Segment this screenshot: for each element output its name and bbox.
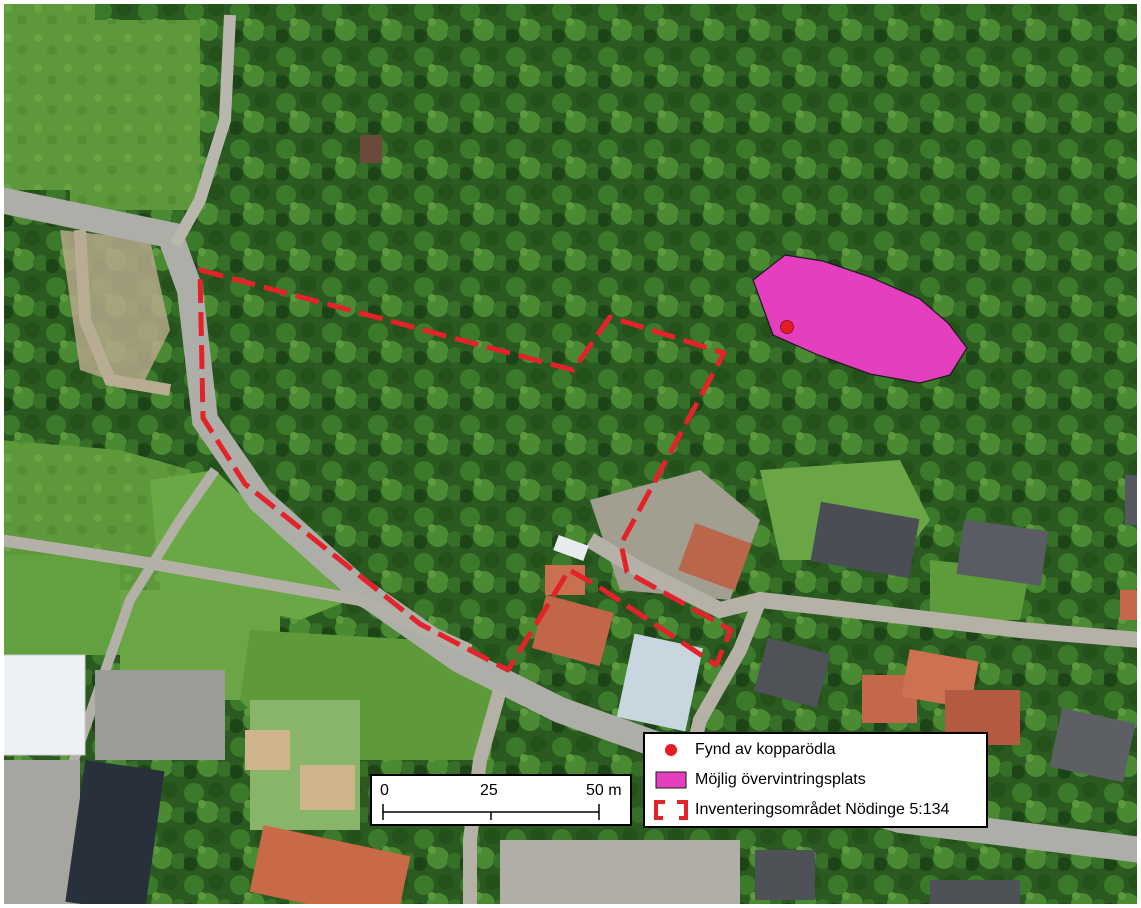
scale-label-mid: 25 bbox=[480, 782, 498, 799]
house-dark-roof bbox=[810, 501, 920, 579]
house-dark-roof bbox=[930, 880, 1020, 908]
grass-field bbox=[150, 470, 350, 620]
survey-area-outline bbox=[197, 267, 734, 673]
house-dark-roof bbox=[956, 519, 1049, 586]
house-dark-roof bbox=[755, 850, 815, 900]
house-light-roof bbox=[616, 633, 703, 732]
building-solar-roof bbox=[65, 760, 165, 908]
red-dashed-outline-icon bbox=[653, 799, 689, 821]
house-red-roof bbox=[678, 523, 752, 591]
building-white bbox=[0, 654, 86, 756]
legend-label-survey-area: Inventeringsområdet Nödinge 5:134 bbox=[695, 801, 950, 818]
caravan bbox=[553, 535, 589, 561]
magenta-polygon-icon bbox=[653, 769, 689, 791]
paved-area bbox=[500, 840, 740, 908]
parking-lot bbox=[95, 670, 225, 760]
grass-field bbox=[70, 20, 200, 210]
paved-area bbox=[0, 760, 80, 908]
scale-label-zero: 0 bbox=[380, 782, 389, 799]
scale-label-end: 50 m bbox=[586, 782, 622, 799]
sandbox bbox=[245, 730, 290, 770]
map-legend: Fynd av kopparödla Möjlig övervintringsp… bbox=[643, 732, 988, 828]
legend-label-find: Fynd av kopparödla bbox=[695, 741, 836, 758]
legend-label-hibernation: Möjlig övervintringsplats bbox=[695, 771, 866, 788]
scale-bar-ruler bbox=[382, 804, 600, 820]
road bbox=[169, 14, 236, 248]
house-red-roof bbox=[1120, 590, 1141, 620]
grass-field bbox=[0, 555, 120, 655]
house-dark-roof bbox=[1049, 707, 1136, 783]
house-red-roof bbox=[531, 594, 614, 667]
building-red-roof bbox=[249, 825, 411, 908]
find-point-marker bbox=[780, 320, 794, 334]
small-building bbox=[360, 135, 382, 163]
hibernation-site-polygon bbox=[752, 254, 968, 384]
legend-item-find: Fynd av kopparödla bbox=[653, 738, 836, 762]
road bbox=[74, 229, 171, 396]
red-dot-icon bbox=[653, 739, 689, 761]
road bbox=[0, 534, 473, 656]
legend-item-hibernation: Möjlig övervintringsplats bbox=[653, 768, 866, 792]
sandbox bbox=[300, 765, 355, 810]
legend-item-survey-area: Inventeringsområdet Nödinge 5:134 bbox=[653, 798, 949, 822]
house-dark-roof bbox=[753, 637, 831, 708]
scale-bar: 0 25 50 m bbox=[370, 774, 632, 826]
